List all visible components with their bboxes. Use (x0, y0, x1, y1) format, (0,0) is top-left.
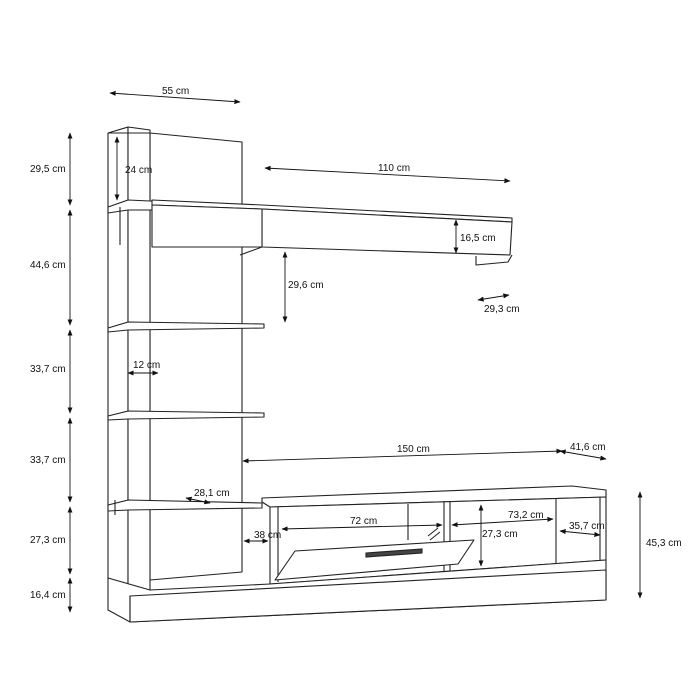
side-column-front (127, 126, 151, 591)
label-low-shelf-depth: 28,1 cm (194, 488, 230, 499)
label-top-width: 55 cm (162, 86, 189, 97)
label-height-5: 27,3 cm (30, 535, 66, 546)
label-side-column-top: 24 cm (125, 165, 152, 176)
label-tv-unit-width: 150 cm (397, 444, 430, 455)
dimension-lines (67, 90, 643, 613)
label-column-depth: 12 cm (133, 360, 160, 371)
shelf-2 (107, 321, 265, 333)
label-height-6: 16,4 cm (30, 590, 66, 601)
label-height-3: 33,7 cm (30, 364, 66, 375)
label-height-4: 33,7 cm (30, 455, 66, 466)
label-shelf-gap: 29,6 cm (288, 280, 324, 291)
drop-down-door (274, 539, 475, 581)
label-door-height: 38 cm (254, 530, 281, 541)
label-height-1: 29,5 cm (30, 164, 66, 175)
label-wall-shelf-height: 16,5 cm (460, 233, 496, 244)
door-handle (365, 548, 423, 558)
label-left-section-width: 72 cm (350, 516, 377, 527)
furniture-outline (107, 126, 607, 623)
left-side-panel (107, 126, 129, 589)
label-wall-shelf-width: 110 cm (378, 163, 410, 174)
wall-shelf-left (151, 204, 263, 248)
label-height-2: 44,6 cm (30, 260, 66, 271)
label-tv-unit-depth: 41,6 cm (570, 442, 606, 453)
shelf-4 (107, 499, 263, 512)
label-right-section-width: 73,2 cm (508, 510, 544, 521)
shelf-3 (107, 410, 265, 421)
label-right-compartment-depth: 35,7 cm (569, 521, 605, 532)
label-inner-height: 27,3 cm (482, 529, 518, 540)
label-total-unit-height: 45,3 cm (646, 538, 682, 549)
label-wall-shelf-depth: 29,3 cm (484, 304, 520, 315)
dimension-labels: 55 cm 24 cm 110 cm 16,5 cm 29,6 cm 29,3 … (30, 86, 682, 601)
